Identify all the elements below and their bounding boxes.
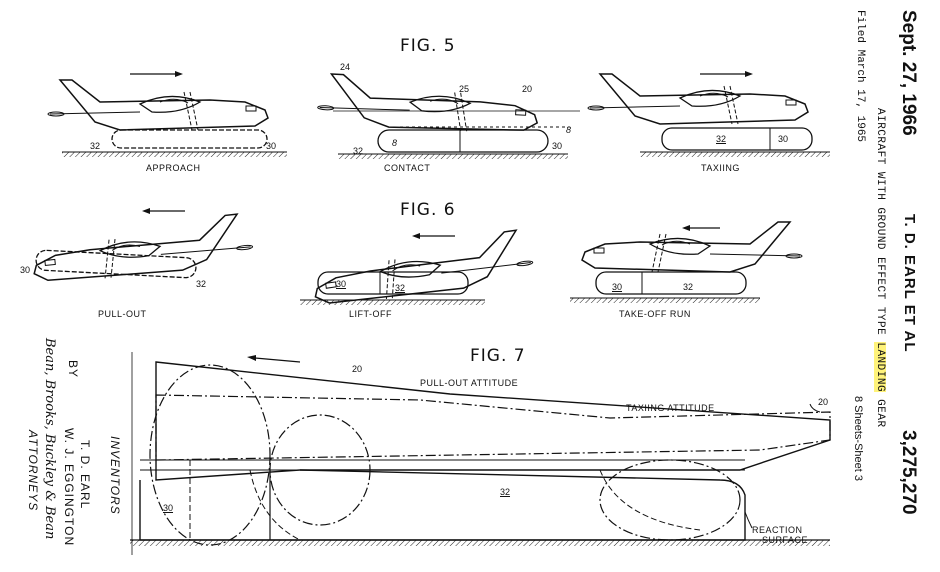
contact-ground xyxy=(338,154,568,159)
ref-30: 30 xyxy=(778,134,789,144)
ref-32: 32 xyxy=(353,146,364,156)
ref-30: 30 xyxy=(266,141,277,151)
taxiing-attitude-label: TAXIING ATTITUDE xyxy=(626,403,715,413)
title-part-2: GEAR xyxy=(874,392,886,428)
liftoff-cushion xyxy=(317,271,469,295)
ref-20: 20 xyxy=(352,364,363,374)
surface-label: SURFACE xyxy=(762,535,809,545)
ref-32: 32 xyxy=(395,283,406,293)
fig7-ground xyxy=(130,540,830,546)
takeoff-ground xyxy=(570,298,760,303)
ref-8: 8 xyxy=(566,125,572,135)
ref-32: 32 xyxy=(196,279,207,289)
fig7-arrow xyxy=(254,357,301,363)
ref-32: 32 xyxy=(716,134,727,144)
approach-ground xyxy=(62,152,287,157)
inventor-name-2: W. J. EGGINGTON xyxy=(62,428,76,547)
patent-number: 3,275,270 xyxy=(898,430,919,515)
ref-32: 32 xyxy=(90,141,101,151)
contact-cushion xyxy=(377,129,549,153)
ref-24: 24 xyxy=(340,62,351,72)
inventor-name-1: T. D. EARL xyxy=(78,440,92,510)
fig6-takeoff-aircraft xyxy=(582,222,802,272)
fig6-title: FIG. 6 xyxy=(400,200,456,220)
takeoff-cushion xyxy=(595,271,747,295)
caption-take-off-run: TAKE-OFF RUN xyxy=(619,309,691,319)
title-part-1: AIRCRAFT WITH GROUND EFFECT TYPE xyxy=(874,108,886,343)
ref-32: 32 xyxy=(683,282,694,292)
fig6-liftoff-aircraft xyxy=(310,229,535,309)
ref-30: 30 xyxy=(163,503,174,513)
ref-25: 25 xyxy=(459,84,470,94)
caption-contact: CONTACT xyxy=(384,163,431,173)
ref-30: 30 xyxy=(552,141,563,151)
caption-taxiing: TAXIING xyxy=(701,163,740,173)
fig5-contact-aircraft xyxy=(316,72,540,136)
taxiing-cushion xyxy=(661,127,813,151)
pull-out-attitude-label: PULL-OUT ATTITUDE xyxy=(420,378,519,388)
sheets-info: 8 Sheets-Sheet 3 xyxy=(852,396,864,482)
caption-approach: APPROACH xyxy=(146,163,201,173)
ref-30: 30 xyxy=(612,282,623,292)
patent-date: Sept. 27, 1966 xyxy=(898,10,919,136)
ref-20: 20 xyxy=(818,397,829,407)
fig6-pullout-aircraft xyxy=(30,213,254,286)
fig5-title: FIG. 5 xyxy=(400,36,456,56)
filed-date: Filed March 17, 1965 xyxy=(854,10,866,143)
attorney-signature: Bean, Brooks, Buckley & Bean xyxy=(42,338,57,540)
ref-30: 30 xyxy=(336,279,347,289)
title-highlight: LANDING xyxy=(874,342,886,393)
taxiing-ground xyxy=(640,152,830,157)
ref-8: 8 xyxy=(392,138,398,148)
ref-30: 30 xyxy=(20,265,31,275)
fig5-approach-aircraft xyxy=(47,79,269,149)
attorneys-label: ATTORNEYS xyxy=(26,430,40,512)
fig7-title: FIG. 7 xyxy=(470,346,526,366)
caption-lift-off: LIFT-OFF xyxy=(349,309,392,319)
patent-title: AIRCRAFT WITH GROUND EFFECT TYPE LANDING… xyxy=(874,108,886,428)
caption-pull-out: PULL-OUT xyxy=(98,309,147,319)
fig7-drawing xyxy=(139,361,831,546)
reaction-label: REACTION xyxy=(752,525,803,535)
pullout-cushion xyxy=(35,249,197,279)
ref-32: 32 xyxy=(500,487,511,497)
ref-20: 20 xyxy=(522,84,533,94)
by-label: BY xyxy=(66,360,80,379)
liftoff-ground xyxy=(300,300,485,305)
fig5-taxiing-aircraft xyxy=(587,73,809,125)
patent-inventors: T. D. EARL ET AL xyxy=(901,214,918,353)
inventors-label: INVENTORS xyxy=(108,436,122,515)
